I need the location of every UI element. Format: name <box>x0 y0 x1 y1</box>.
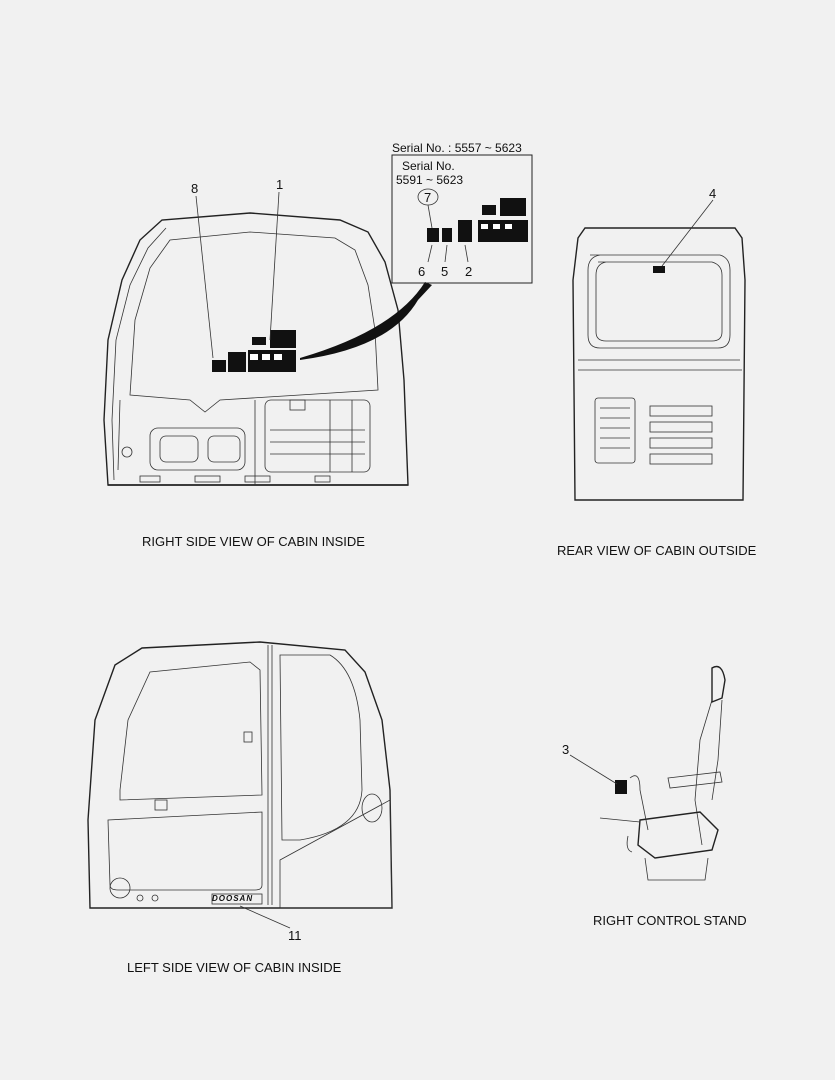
callout-6: 6 <box>418 264 426 279</box>
doosan-brand-decal: DOOSAN <box>212 894 254 903</box>
caption-right-side-view: RIGHT SIDE VIEW OF CABIN INSIDE <box>142 534 365 549</box>
callout-8: 8 <box>191 181 199 196</box>
callout-11: 11 <box>288 928 302 943</box>
callout-3: 3 <box>562 742 570 757</box>
caption-control-stand: RIGHT CONTROL STAND <box>593 913 747 928</box>
serial-inner-label-2: 5591 ~ 5623 <box>396 173 464 187</box>
left-side-cabin-drawing <box>87 641 393 929</box>
callout-4: 4 <box>709 186 717 201</box>
serial-detail-box <box>391 154 533 284</box>
callout-1: 1 <box>276 177 284 192</box>
callout-2: 2 <box>465 264 473 279</box>
callout-7: 7 <box>424 190 432 205</box>
right-side-cabin-drawing <box>103 191 432 486</box>
rear-cabin-drawing <box>572 199 746 501</box>
serial-inner-label-1: Serial No. <box>402 159 455 173</box>
callout-5: 5 <box>441 264 449 279</box>
caption-rear-view: REAR VIEW OF CABIN OUTSIDE <box>557 543 757 558</box>
control-stand-drawing <box>569 665 726 881</box>
serial-outer-label: Serial No. : 5557 ~ 5623 <box>392 141 522 155</box>
caption-left-side-view: LEFT SIDE VIEW OF CABIN INSIDE <box>127 960 342 975</box>
